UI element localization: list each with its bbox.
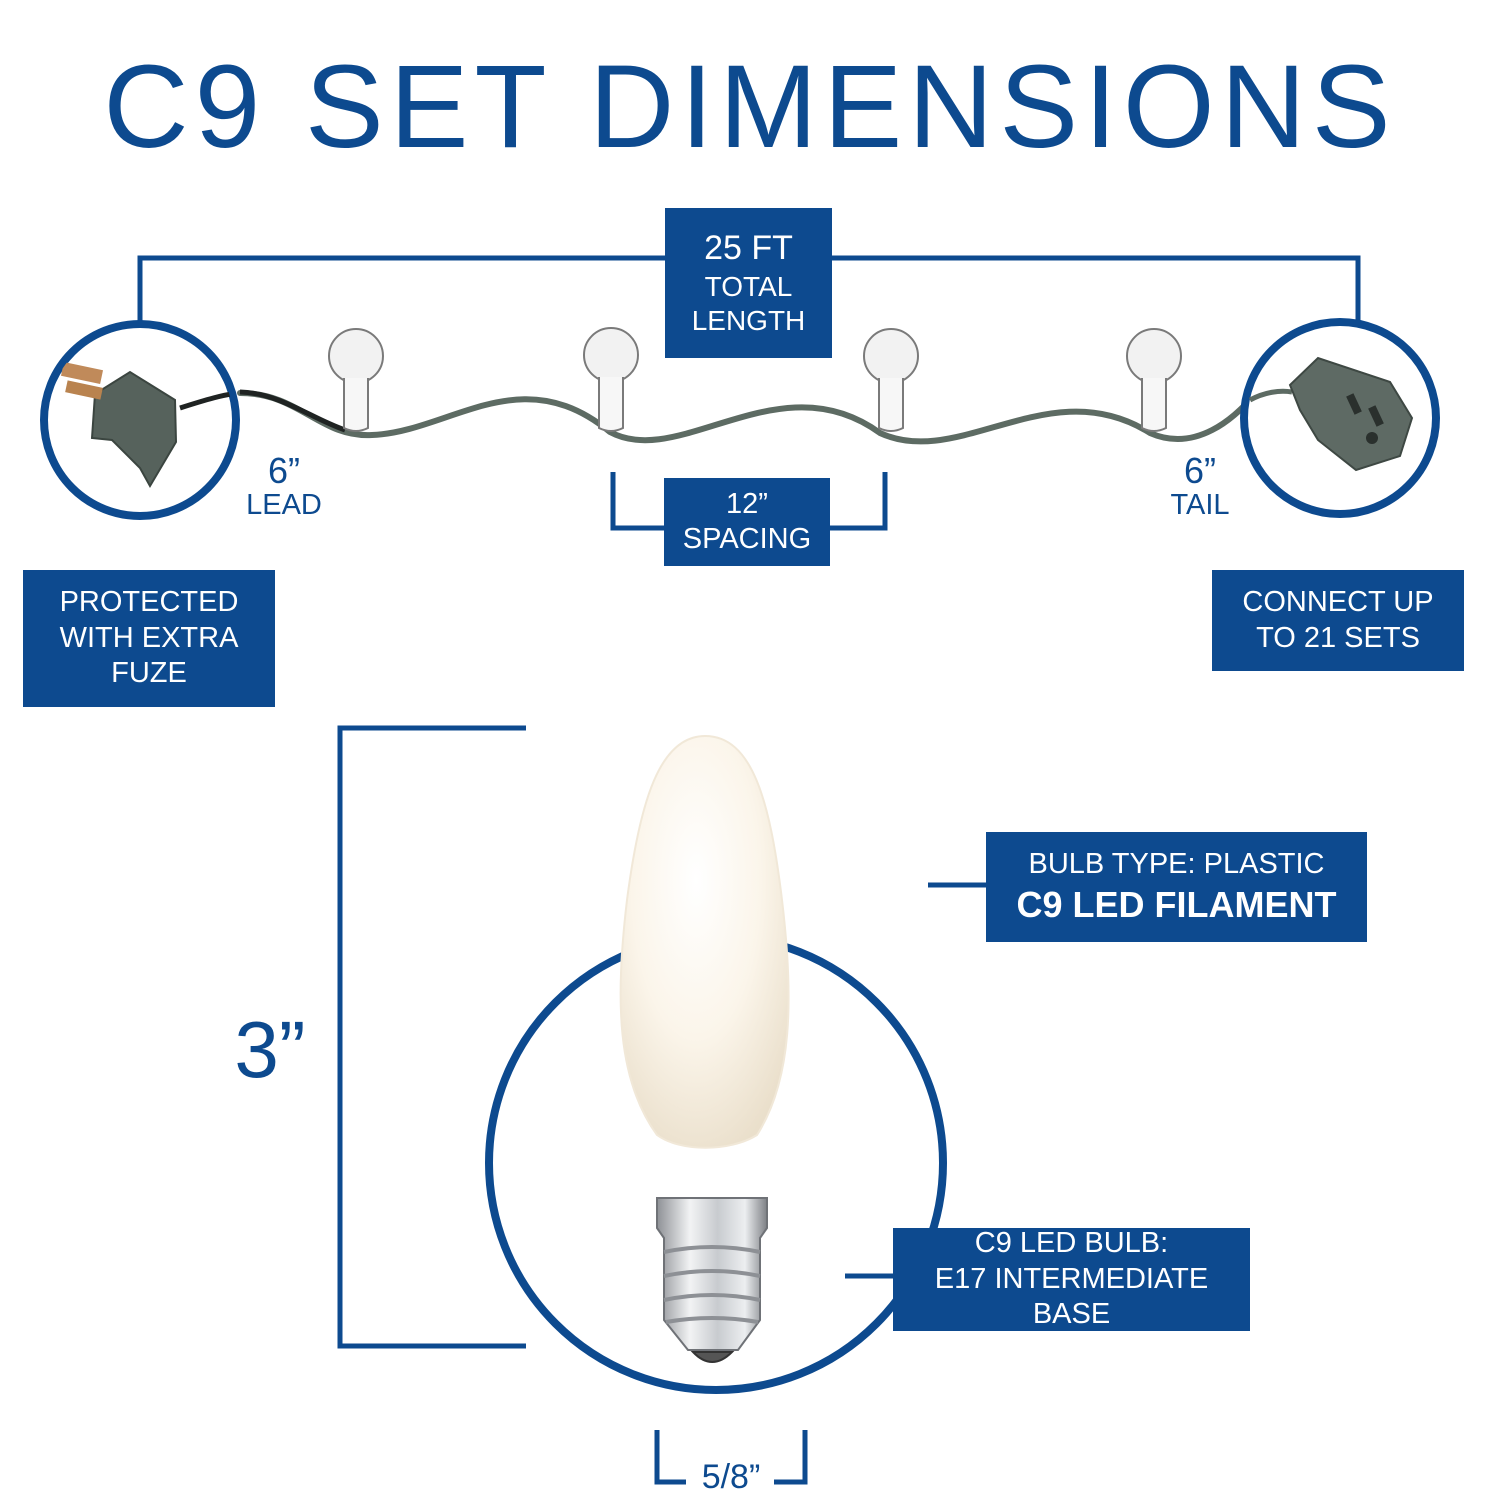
- spacing-label: SPACING: [682, 523, 812, 555]
- tail-label: 6” TAIL: [1140, 450, 1260, 521]
- wire-cord: [237, 390, 1253, 445]
- lead-text: LEAD: [246, 488, 322, 521]
- bulb-width-label: 5/8”: [701, 1458, 761, 1496]
- total-length-box: 25 FT TOTAL LENGTH: [665, 208, 832, 358]
- connect-note-line2: TO 21 SETS: [1256, 621, 1420, 654]
- total-length-bracket: [137, 255, 1361, 322]
- socket-bulb-icon: [863, 328, 919, 432]
- bulb-height-label: 3”: [234, 1005, 306, 1094]
- spacing-box: 12” SPACING: [664, 478, 830, 566]
- bulb-type-line1: BULB TYPE: PLASTIC: [1028, 848, 1325, 881]
- bulb-type-line2: C9 LED FILAMENT: [1016, 883, 1337, 925]
- bulb-type-box: BULB TYPE: PLASTIC C9 LED FILAMENT: [986, 832, 1367, 942]
- total-length-value: 25 FT: [704, 229, 793, 268]
- lead-wire-segment: [239, 389, 346, 433]
- lead-value: 6”: [267, 450, 300, 491]
- socket-bulb-icon: [1126, 328, 1182, 432]
- fuse-note-line1: PROTECTED: [59, 586, 239, 619]
- connect-note-box: CONNECT UP TO 21 SETS: [1212, 570, 1464, 671]
- fuse-note-line2: WITH EXTRA: [59, 621, 239, 654]
- bulb-base-line2: E17 INTERMEDIATE BASE: [934, 1262, 1209, 1331]
- spacing-bracket: [610, 472, 888, 531]
- c9-led-bulb-icon: [619, 734, 790, 1363]
- total-length-line2: LENGTH: [691, 304, 806, 336]
- width-bracket: [654, 1430, 808, 1485]
- spacing-value: 12”: [726, 487, 768, 520]
- bulb-base-box: C9 LED BULB: E17 INTERMEDIATE BASE: [893, 1227, 1250, 1331]
- fuse-note-box: PROTECTED WITH EXTRA FUZE: [23, 570, 275, 707]
- male-plug-icon: [60, 361, 233, 489]
- tail-text: TAIL: [1170, 488, 1230, 521]
- height-bracket: [337, 725, 526, 1349]
- fuse-note-line3: FUZE: [111, 657, 187, 690]
- connect-note-line1: CONNECT UP: [1242, 586, 1434, 619]
- total-length-line1: TOTAL: [704, 270, 793, 302]
- page-title: C9 SET DIMENSIONS: [103, 41, 1397, 173]
- bulb-base-line1: C9 LED BULB:: [974, 1227, 1169, 1260]
- socket-bulb-icon: [328, 328, 384, 432]
- socket-bulb-icon: [583, 327, 639, 432]
- female-plug-icon: [1248, 356, 1414, 472]
- lead-label: 6” LEAD: [222, 450, 346, 521]
- tail-value: 6”: [1183, 450, 1216, 491]
